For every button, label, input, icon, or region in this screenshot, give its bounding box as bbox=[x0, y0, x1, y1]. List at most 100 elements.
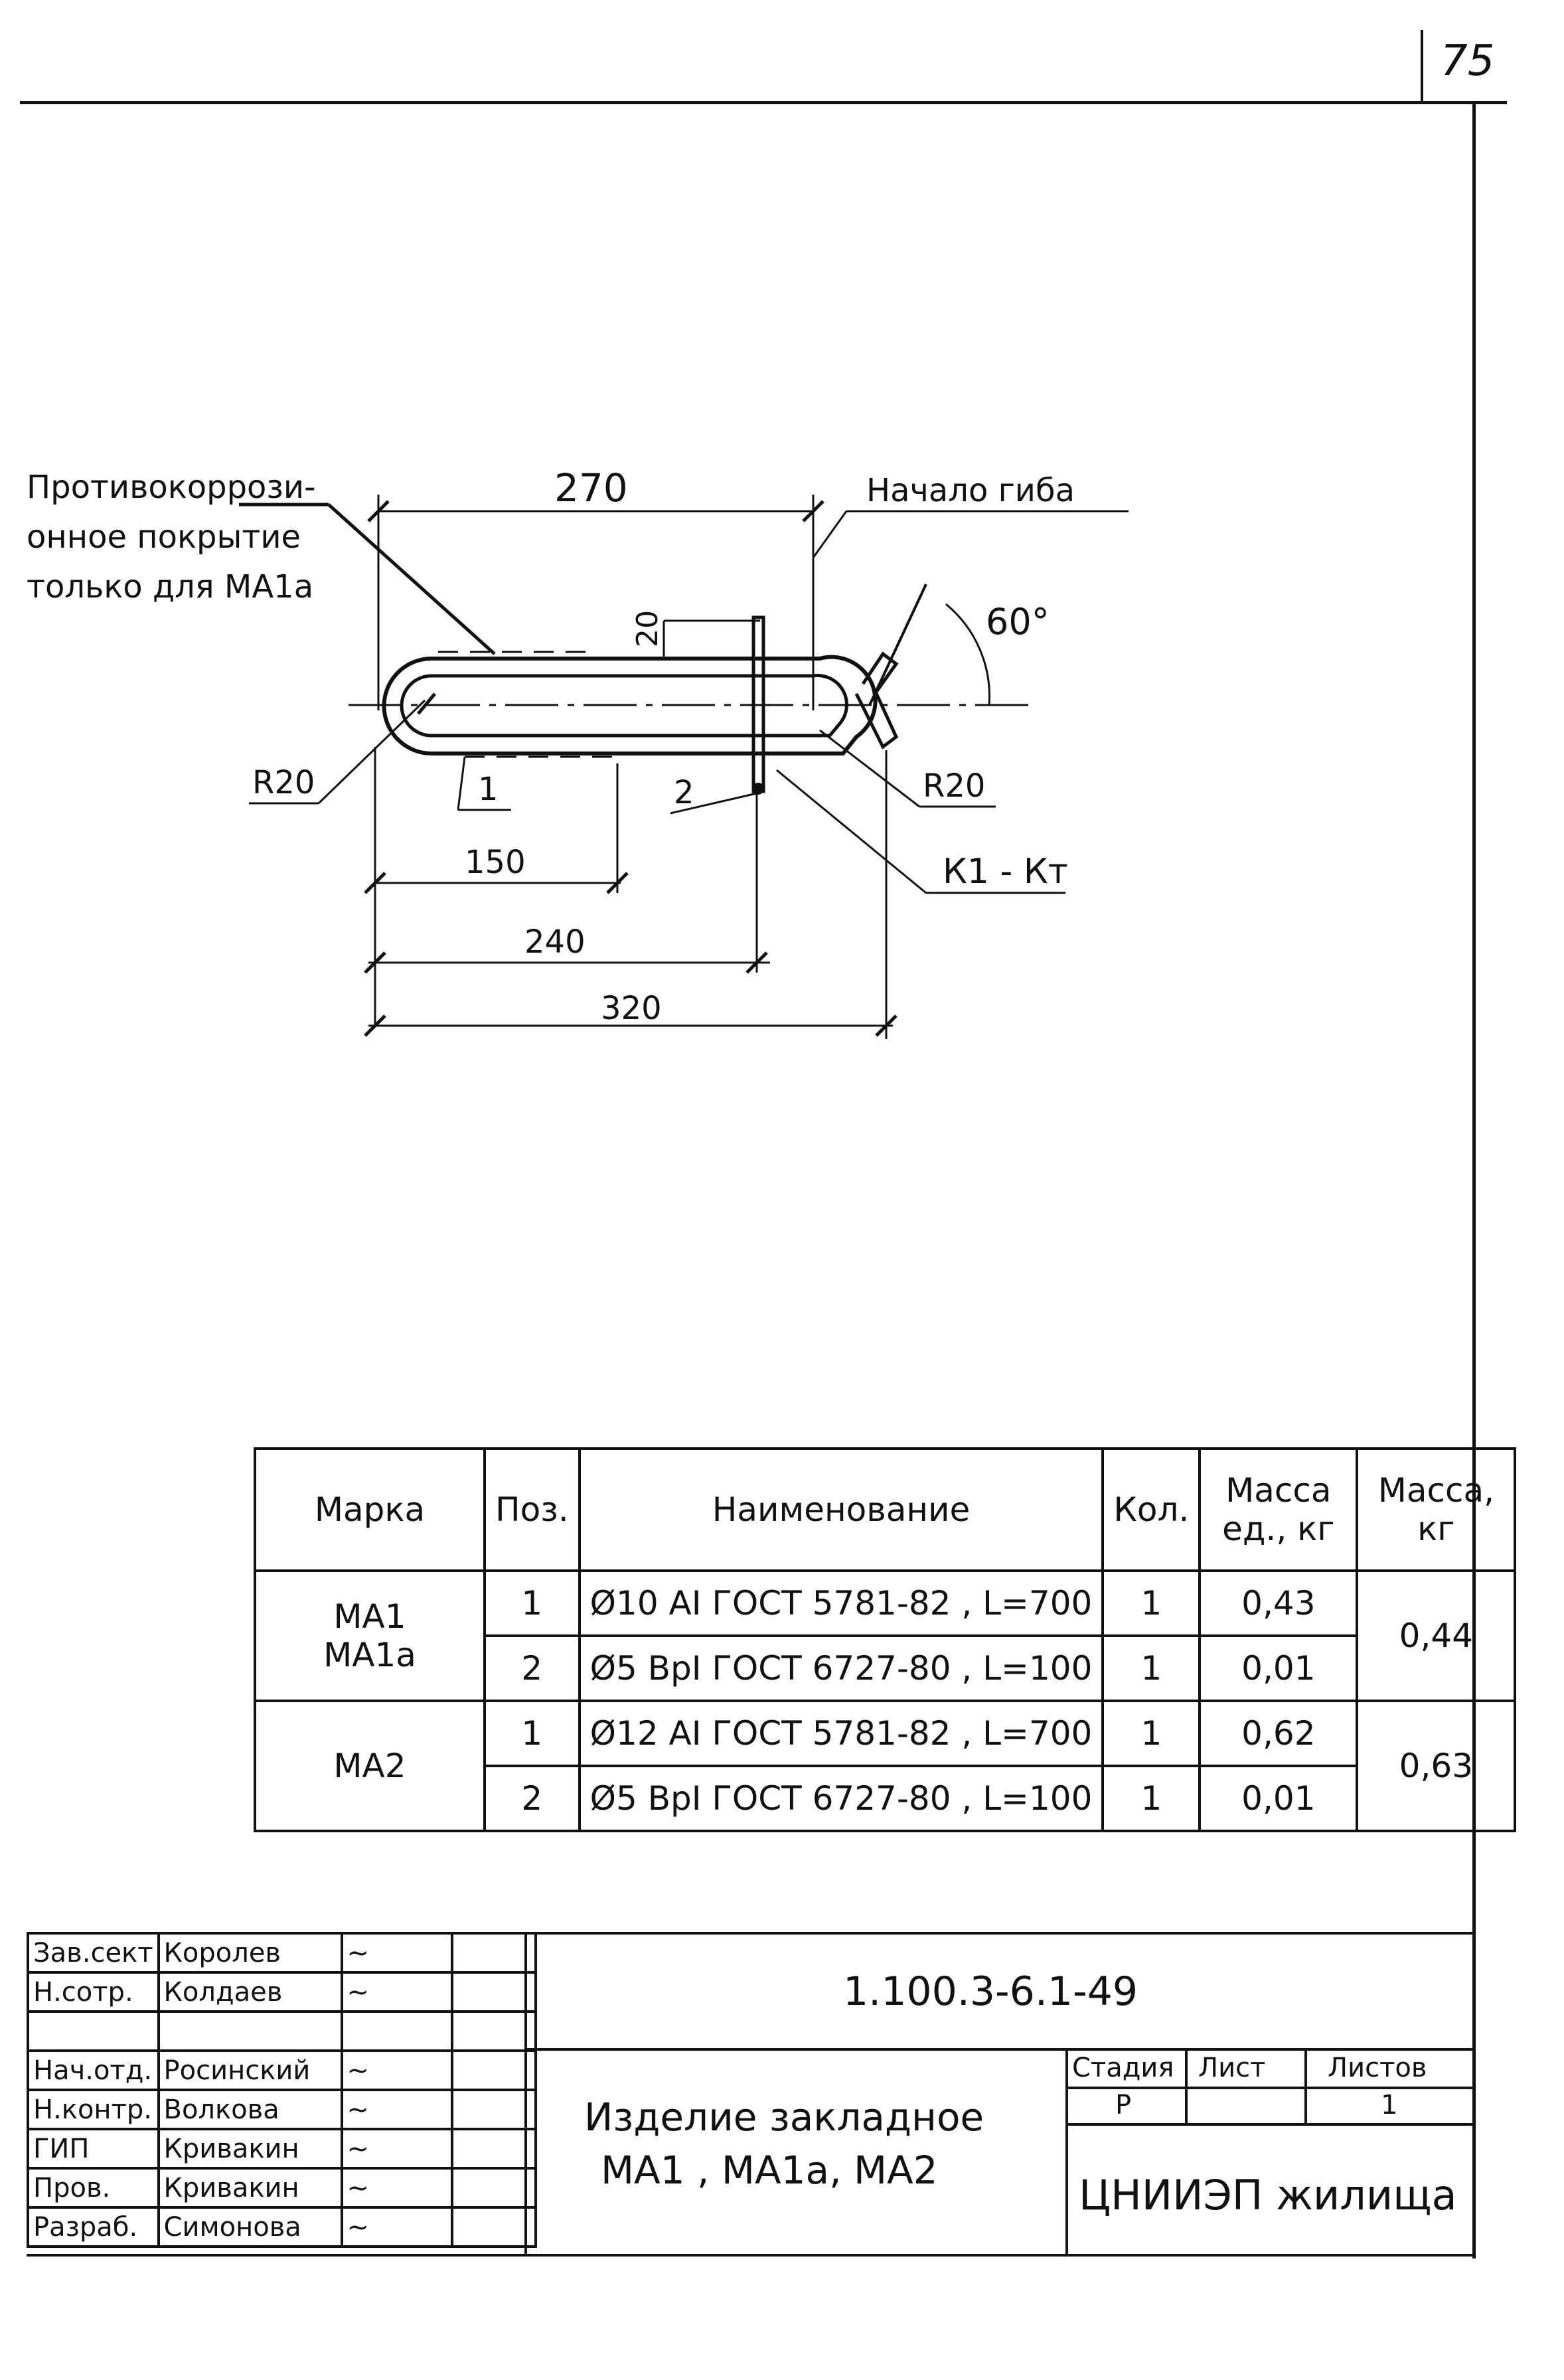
code-row-bottom-line bbox=[524, 2048, 1474, 2051]
table-header-row: Марка Поз. Наименование Кол. Масса ед., … bbox=[254, 1447, 1517, 1572]
pos-cell: 1 bbox=[483, 1700, 581, 1767]
staff-signature: ~ bbox=[340, 1971, 453, 2013]
stage-col-line bbox=[1185, 2048, 1188, 2126]
pos-cell: 2 bbox=[483, 1765, 581, 1832]
name-cell: Ø12 AI ГОСТ 5781-82 , L=700 bbox=[578, 1700, 1105, 1767]
note-line-2: онное покрытие bbox=[27, 518, 301, 556]
embedded-part-drawing: Противокоррози- онное покрытие только дл… bbox=[27, 465, 1129, 1039]
name-cell: Ø5 ВрI ГОСТ 6727-80 , L=100 bbox=[578, 1634, 1105, 1702]
header-qty: Кол. bbox=[1101, 1447, 1202, 1572]
stage-label: Стадия bbox=[1072, 2053, 1174, 2083]
staff-date bbox=[450, 2128, 537, 2170]
staff-name bbox=[157, 2010, 343, 2052]
name-cell: Ø5 ВрI ГОСТ 6727-80 , L=100 bbox=[578, 1765, 1105, 1832]
header-mark: Марка bbox=[254, 1447, 486, 1572]
note-line-3: только для МА1а bbox=[27, 568, 313, 605]
staff-signature: ~ bbox=[340, 2167, 453, 2209]
staff-role: Пров. bbox=[27, 2167, 160, 2209]
angle-arc bbox=[945, 603, 990, 706]
total-mass-cell: 0,44 bbox=[1356, 1569, 1517, 1702]
unit-mass-cell: 0,43 bbox=[1198, 1569, 1359, 1637]
staff-name: Колдаев bbox=[157, 1971, 343, 2013]
table-row: 2 Ø5 ВрI ГОСТ 6727-80 , L=100 1 0,01 bbox=[255, 1634, 1515, 1702]
mark-line: МА2 bbox=[333, 1747, 406, 1785]
staff-signature bbox=[340, 2010, 453, 2052]
staff-row: Зав.сект Королев ~ bbox=[27, 1932, 537, 1974]
unit-mass-cell: 0,01 bbox=[1198, 1634, 1359, 1702]
qty-cell: 1 bbox=[1101, 1634, 1202, 1702]
staff-date bbox=[450, 2167, 537, 2209]
sheet-col-line bbox=[1304, 2048, 1307, 2126]
staff-name: Симонова bbox=[157, 2206, 343, 2248]
sheet-label: Лист bbox=[1198, 2053, 1266, 2083]
unit-mass-cell: 0,01 bbox=[1198, 1765, 1359, 1832]
staff-date bbox=[450, 1971, 537, 2013]
header-name: Наименование bbox=[578, 1447, 1105, 1572]
stage-block-left-line bbox=[1065, 2048, 1068, 2257]
staff-date bbox=[450, 2206, 537, 2248]
organization-name: ЦНИИЭП жилища bbox=[1079, 2171, 1457, 2219]
dim-270: 270 bbox=[554, 465, 628, 511]
dim-240: 240 bbox=[524, 923, 586, 961]
staff-date bbox=[450, 2049, 537, 2091]
staff-date bbox=[450, 1932, 537, 1974]
staff-signature-table: Зав.сект Королев ~ Н.сотр. Колдаев ~ Нач… bbox=[27, 1932, 537, 2248]
stage-value: Р bbox=[1115, 2090, 1132, 2120]
staff-signature: ~ bbox=[340, 2128, 453, 2170]
radius-left-label: R20 bbox=[252, 764, 315, 801]
staff-role: Нач.отд. bbox=[27, 2049, 160, 2091]
radius-right-label: R20 bbox=[923, 767, 985, 805]
staff-role: Разраб. bbox=[27, 2206, 160, 2248]
mark-line: МА1 bbox=[333, 1597, 406, 1636]
header-total-mass: Масса, кг bbox=[1356, 1447, 1517, 1572]
weld-label: К1 - Кт bbox=[943, 852, 1068, 892]
staff-row: Н.сотр. Колдаев ~ bbox=[27, 1971, 537, 2013]
bent-tail bbox=[854, 689, 899, 750]
tail-hook bbox=[861, 651, 899, 695]
staff-signature: ~ bbox=[340, 2206, 453, 2248]
angle-ray bbox=[868, 584, 927, 706]
sheets-value: 1 bbox=[1381, 2090, 1398, 2120]
note-leader bbox=[327, 503, 496, 655]
bend-start-label: Начало гиба bbox=[866, 472, 1075, 509]
name-cell: Ø10 AI ГОСТ 5781-82 , L=700 bbox=[578, 1569, 1105, 1637]
mark-line: МА1а bbox=[323, 1636, 416, 1674]
table-row: МА2 1 Ø12 AI ГОСТ 5781-82 , L=700 1 0,62… bbox=[254, 1700, 1517, 1832]
staff-name: Кривакин bbox=[157, 2167, 343, 2209]
staff-name: Кривакин bbox=[157, 2128, 343, 2170]
loop-bar-inner bbox=[400, 674, 848, 738]
title-block-main-divider bbox=[524, 1932, 527, 2257]
staff-row: Нач.отд. Росинский ~ bbox=[27, 2049, 537, 2091]
title-block-bottom-line bbox=[27, 2254, 1474, 2257]
qty-cell: 1 bbox=[1101, 1700, 1202, 1767]
staff-date bbox=[450, 2089, 537, 2130]
weld-dot bbox=[752, 783, 764, 795]
staff-role: Н.сотр. bbox=[27, 1971, 160, 2013]
pos-cell: 2 bbox=[483, 1634, 581, 1702]
right-frame-line bbox=[1472, 101, 1476, 2259]
note-line-1: Противокоррози- bbox=[27, 469, 315, 506]
total-mass-cell: 0,63 bbox=[1356, 1700, 1517, 1832]
title-block-top-line bbox=[27, 1932, 1474, 1935]
pos2-label: 2 bbox=[674, 774, 694, 811]
angle-label: 60° bbox=[986, 601, 1050, 643]
staff-row: Пров. Кривакин ~ bbox=[27, 2167, 537, 2209]
staff-role: Н.контр. bbox=[27, 2089, 160, 2130]
pos1-label: 1 bbox=[478, 771, 499, 808]
staff-signature: ~ bbox=[340, 1932, 453, 1974]
staff-signature: ~ bbox=[340, 2049, 453, 2091]
sheets-label: Листов bbox=[1328, 2053, 1427, 2083]
table-row: МА1 МА1а 1 Ø10 AI ГОСТ 5781-82 , L=700 1… bbox=[254, 1569, 1517, 1702]
dim-150: 150 bbox=[465, 844, 526, 881]
document-code: 1.100.3-6.1-49 bbox=[843, 1968, 1138, 2015]
title-line-2: МА1 , МА1а, МА2 bbox=[601, 2148, 938, 2193]
staff-date bbox=[450, 2010, 537, 2052]
page-number-divider bbox=[1421, 30, 1423, 103]
pos-cell: 1 bbox=[483, 1569, 581, 1637]
qty-cell: 1 bbox=[1101, 1765, 1202, 1832]
staff-role bbox=[27, 2010, 160, 2052]
page-number: 75 bbox=[1441, 37, 1495, 86]
qty-cell: 1 bbox=[1101, 1569, 1202, 1637]
staff-row: Разраб. Симонова ~ bbox=[27, 2206, 537, 2248]
header-unit-mass: Масса ед., кг bbox=[1198, 1447, 1359, 1572]
